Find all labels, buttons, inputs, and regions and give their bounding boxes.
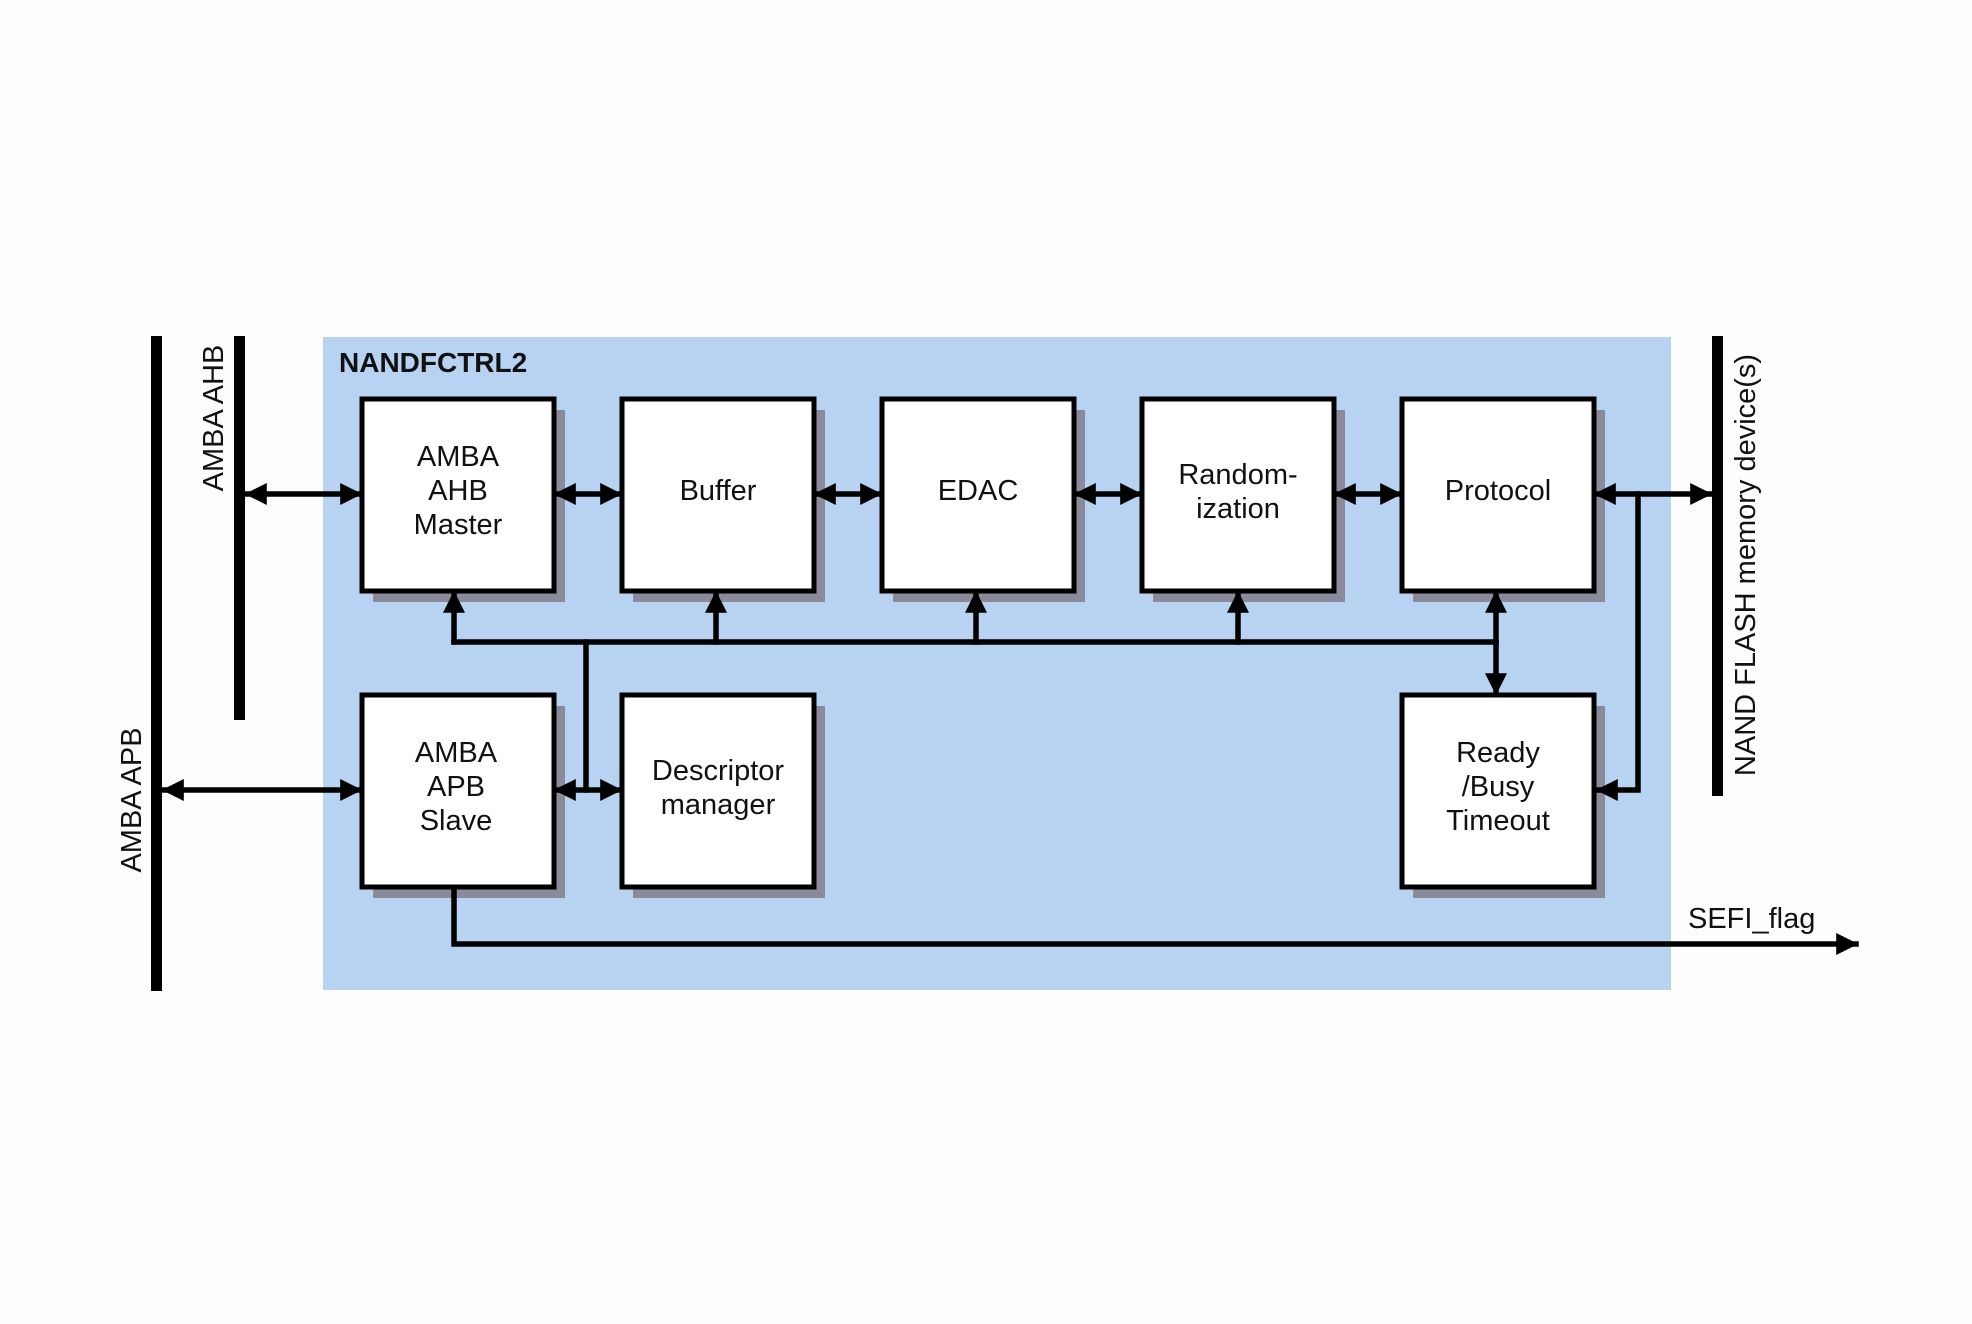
amba-ahb-label: AMBA AHB (198, 345, 230, 492)
svg-text:Timeout: Timeout (1446, 805, 1550, 837)
nand-to-ready-busy-wire (1595, 491, 1641, 801)
ready-busy-timeout-block: Ready /Busy Timeout (1399, 692, 1597, 890)
protocol-block: Protocol (1399, 396, 1597, 594)
sefi-flag-arrow (451, 886, 1859, 955)
buffer-block: Buffer (619, 396, 817, 594)
svg-text:Random-: Random- (1178, 459, 1297, 491)
svg-text:AMBA: AMBA (417, 441, 500, 473)
svg-text:ization: ization (1196, 493, 1280, 525)
sefi-flag-label: SEFI_flag (1688, 903, 1815, 935)
svg-text:APB: APB (427, 771, 485, 803)
svg-text:EDAC: EDAC (938, 475, 1019, 507)
randomization-block: Random- ization (1139, 396, 1337, 594)
apb-slave-block: AMBA APB Slave (359, 692, 557, 890)
amba-apb-bus (151, 336, 162, 991)
svg-text:Protocol: Protocol (1445, 475, 1551, 507)
svg-text:Slave: Slave (420, 805, 493, 837)
svg-text:/Busy: /Busy (1462, 771, 1535, 803)
amba-apb-label: AMBA APB (116, 727, 148, 872)
amba-ahb-bus (234, 336, 245, 720)
svg-text:AMBA: AMBA (415, 737, 498, 769)
svg-text:Buffer: Buffer (680, 475, 757, 507)
svg-text:Master: Master (414, 509, 503, 541)
descriptor-manager-block: Descriptor manager (619, 692, 817, 890)
edac-block: EDAC (879, 396, 1077, 594)
core-title: NANDFCTRL2 (339, 347, 527, 378)
svg-text:AHB: AHB (428, 475, 488, 507)
svg-text:Ready: Ready (1456, 737, 1540, 769)
ahb-master-block: AMBA AHB Master (359, 396, 557, 594)
nand-flash-bus (1712, 336, 1723, 796)
svg-text:Descriptor: Descriptor (652, 755, 784, 787)
nand-flash-label: NAND FLASH memory device(s) (1730, 354, 1762, 776)
svg-text:manager: manager (661, 789, 776, 821)
